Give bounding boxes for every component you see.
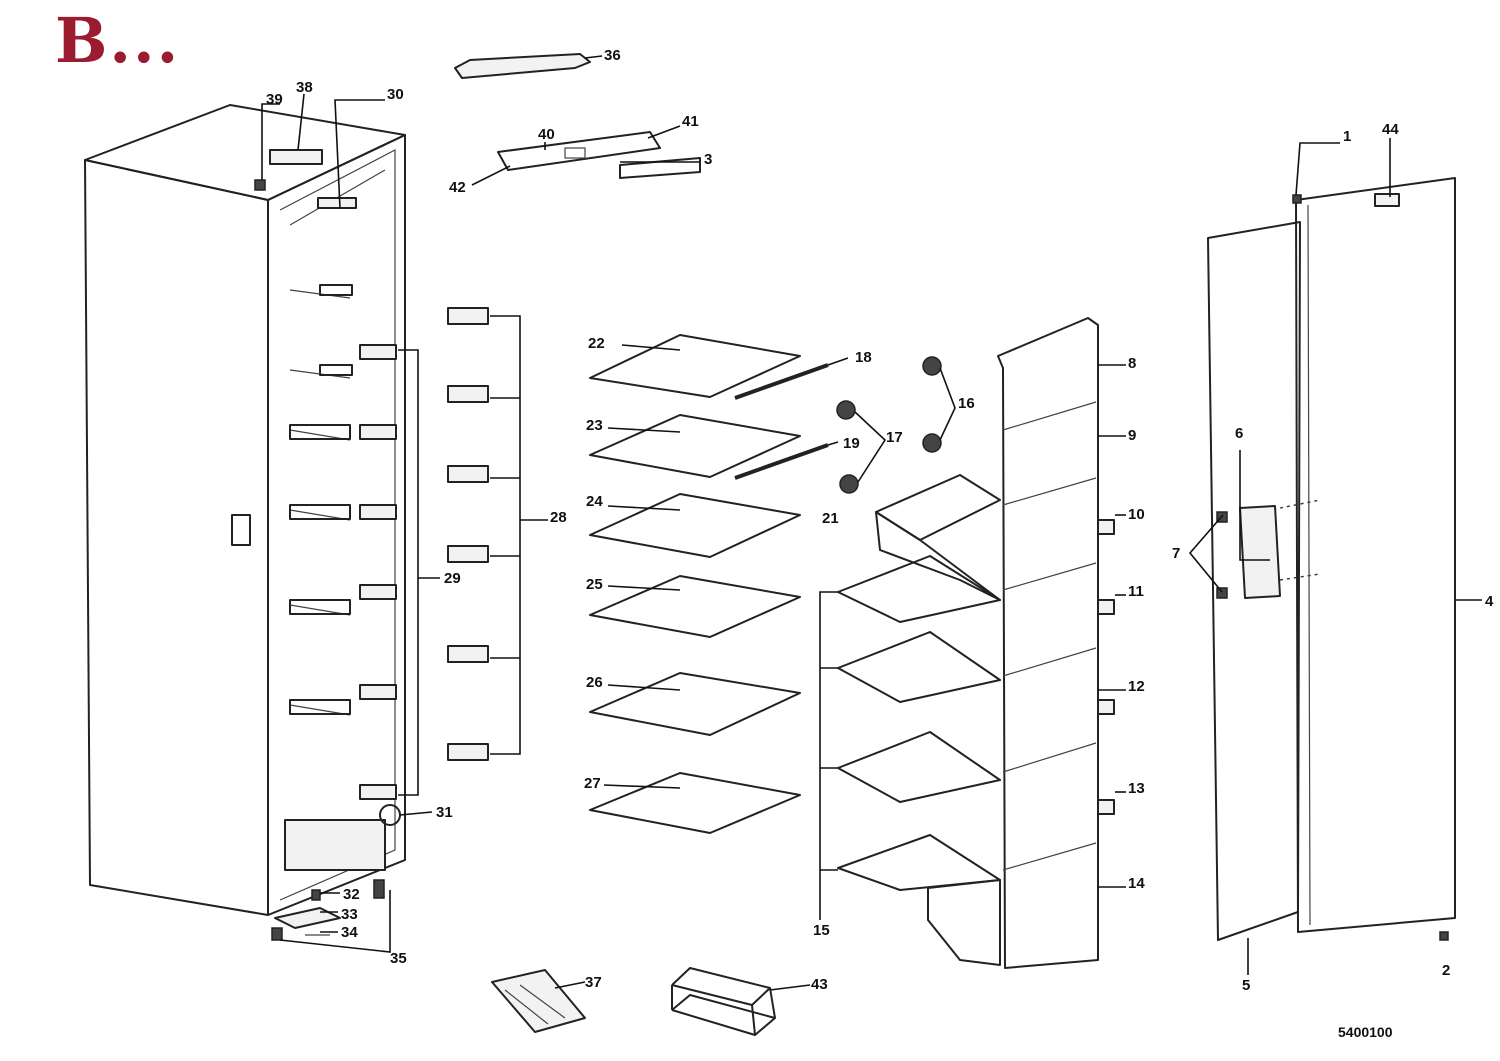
callout-13: 13 (1128, 780, 1145, 797)
door-bottom-pin (1439, 931, 1449, 941)
feet-and-caps (836, 356, 956, 494)
callout-32: 32 (343, 886, 360, 903)
control-board (497, 131, 661, 171)
bottom-hinge-pin (379, 804, 401, 826)
top-rail-bracket (317, 197, 357, 209)
callout-18: 18 (855, 349, 872, 366)
cabinet-body (84, 104, 440, 941)
callout-10: 10 (1128, 506, 1145, 523)
cabinet-inner-rails (284, 284, 386, 871)
callout-23: 23 (586, 417, 603, 434)
callout-2: 2 (1442, 962, 1450, 979)
callout-34: 34 (341, 924, 358, 941)
callout-36: 36 (604, 47, 621, 64)
diagram-title: B... (55, 4, 181, 77)
glass-shelf-23 (589, 414, 801, 478)
panel-cover (454, 53, 591, 79)
callout-24: 24 (586, 493, 603, 510)
leader-lines (261, 55, 1482, 991)
callout-33: 33 (341, 906, 358, 923)
top-hinge-cover (269, 149, 323, 165)
shelf-trim-18 (734, 363, 829, 400)
callout-8: 8 (1128, 355, 1136, 372)
callout-40: 40 (538, 126, 555, 143)
callout-6: 6 (1235, 425, 1243, 442)
door-top-pin (1292, 194, 1302, 204)
callout-31: 31 (436, 804, 453, 821)
door-assembly (1207, 177, 1456, 941)
callout-4: 4 (1485, 593, 1494, 610)
glass-shelf-24 (589, 493, 801, 558)
callout-27: 27 (584, 775, 601, 792)
display-label (619, 157, 701, 179)
callout-22: 22 (588, 335, 605, 352)
glass-shelf-25 (589, 575, 801, 638)
callout-25: 25 (586, 576, 603, 593)
glass-shelf-22 (589, 334, 801, 398)
callout-3: 3 (704, 151, 712, 168)
door-top-hinge-cover (1374, 193, 1400, 207)
callout-16: 16 (958, 395, 975, 412)
callout-30: 30 (387, 86, 404, 103)
control-panel-group (454, 53, 701, 179)
callout-7: 7 (1172, 545, 1180, 562)
callout-35: 35 (390, 950, 407, 967)
shelf-supports (447, 307, 548, 761)
callout-12: 12 (1128, 678, 1145, 695)
bottom-hinge-assembly (271, 879, 385, 941)
callout-19: 19 (843, 435, 860, 452)
drawing-code: 5400100 (1338, 1024, 1393, 1040)
glass-shelf-26 (589, 672, 801, 736)
top-screw (254, 179, 266, 191)
callout-41: 41 (682, 113, 699, 130)
callout-5: 5 (1242, 977, 1250, 994)
callout-44: 44 (1382, 121, 1399, 138)
callout-labels: 1 2 3 4 5 6 7 8 9 10 11 12 13 14 15 16 1… (266, 47, 1494, 1040)
shelf-trim-19 (734, 443, 829, 480)
glass-shelf-27 (589, 772, 801, 834)
callout-42: 42 (449, 179, 466, 196)
door-gasket (1207, 221, 1301, 941)
callout-39: 39 (266, 91, 283, 108)
callout-11: 11 (1128, 583, 1144, 600)
callout-29: 29 (444, 570, 461, 587)
door-panel (1295, 177, 1456, 933)
side-rail-supports (359, 344, 397, 800)
callout-28: 28 (550, 509, 567, 526)
callout-37: 37 (585, 974, 602, 991)
callout-17: 17 (886, 429, 903, 446)
drawers-stack (819, 317, 1115, 969)
callout-21: 21 (822, 510, 839, 527)
callout-38: 38 (296, 79, 313, 96)
glass-shelves (589, 334, 829, 834)
callout-9: 9 (1128, 427, 1136, 444)
ice-cube-tray (491, 969, 586, 1033)
callout-15: 15 (813, 922, 830, 939)
door-handle (1239, 505, 1281, 599)
callout-26: 26 (586, 674, 603, 691)
bottle-rack (671, 967, 776, 1036)
callout-14: 14 (1128, 875, 1145, 892)
callout-43: 43 (811, 976, 828, 993)
callout-1: 1 (1343, 128, 1351, 145)
